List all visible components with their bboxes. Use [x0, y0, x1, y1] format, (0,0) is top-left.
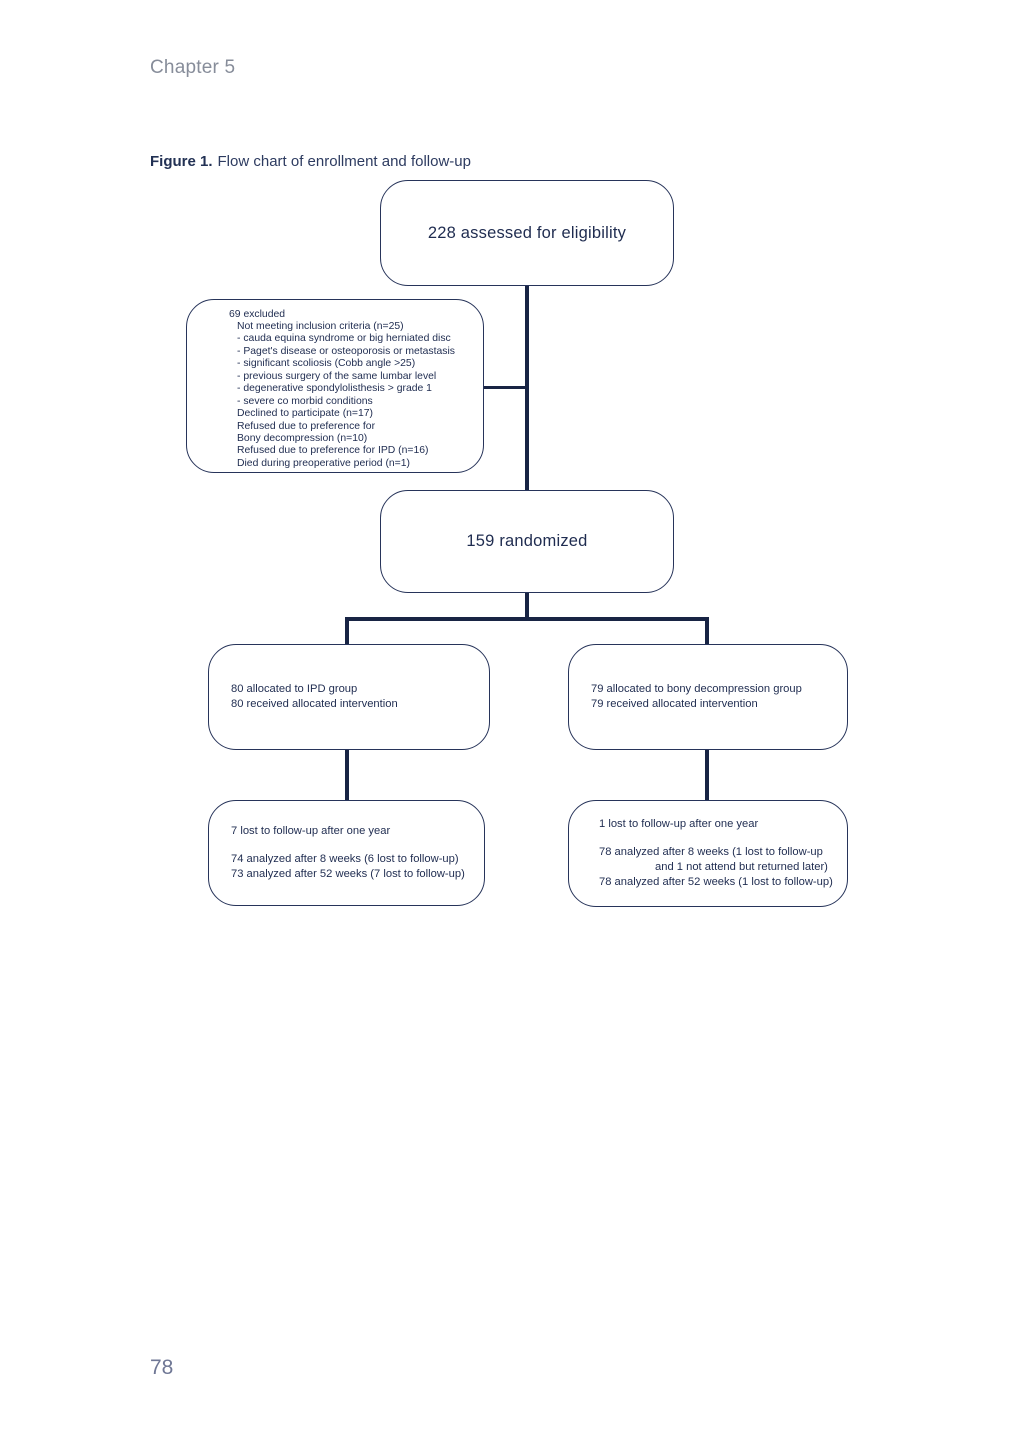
followup-bony-line: 78 analyzed after 8 weeks (1 lost to fol… — [599, 846, 823, 859]
connector-bony-to-followup — [705, 749, 709, 801]
excluded-line: Refused due to preference for — [237, 420, 376, 432]
excluded-line: - previous surgery of the same lumbar le… — [237, 370, 437, 382]
chapter-header: Chapter 5 — [150, 57, 236, 78]
excluded-line: Not meeting inclusion criteria (n=25) — [237, 320, 404, 332]
followup-bony-line: 1 lost to follow-up after one year — [599, 818, 759, 831]
followup-bony-line: and 1 not attend but returned later) — [655, 861, 828, 873]
allocation-ipd-line: 80 allocated to IPD group — [231, 683, 358, 696]
flowchart-box-followup-bony: 1 lost to follow-up after one year 78 an… — [568, 800, 848, 907]
page-number: 78 — [150, 1356, 174, 1379]
connector-randomized-to-split — [525, 591, 529, 621]
connector-split-to-bony — [705, 619, 709, 645]
allocation-ipd-line: 80 received allocated intervention — [231, 698, 398, 710]
assessed-text: 228 assessed for eligibility — [427, 223, 627, 242]
flowchart-box-randomized: 159 randomized — [380, 490, 674, 593]
flowchart-box-assessed: 228 assessed for eligibility — [380, 180, 674, 286]
connector-split-horizontal — [345, 617, 709, 621]
connector-split-to-ipd — [345, 619, 349, 645]
figure-caption-label: Figure 1. — [150, 153, 213, 170]
followup-ipd-line: 7 lost to follow-up after one year — [231, 825, 391, 838]
excluded-line: - degenerative spondylolisthesis > grade… — [237, 383, 432, 395]
excluded-line: 69 excluded — [229, 308, 286, 320]
flowchart-box-followup-ipd: 7 lost to follow-up after one year 74 an… — [208, 800, 485, 906]
excluded-line: Declined to participate (n=17) — [237, 408, 374, 420]
flowchart-box-allocation-bony: 79 allocated to bony decompression group… — [568, 644, 848, 750]
excluded-line: - severe co morbid conditions — [237, 395, 373, 407]
connector-ipd-to-followup — [345, 749, 349, 801]
flowchart-box-excluded: 69 excluded Not meeting inclusion criter… — [186, 299, 484, 473]
connector-excluded-branch — [483, 386, 527, 389]
flowchart-box-allocation-ipd: 80 allocated to IPD group 80 received al… — [208, 644, 490, 750]
followup-bony-line: 78 analyzed after 52 weeks (1 lost to fo… — [599, 875, 833, 888]
excluded-line: - cauda equina syndrome or big herniated… — [237, 333, 451, 345]
excluded-line: Refused due to preference for IPD (n=16) — [237, 445, 429, 457]
connector-assessed-to-randomized — [525, 284, 529, 492]
followup-ipd-line: 73 analyzed after 52 weeks (7 lost to fo… — [231, 867, 465, 880]
excluded-line: - Paget's disease or osteoporosis or met… — [237, 345, 455, 357]
excluded-line: Died during preoperative period (n=1) — [237, 457, 410, 469]
figure-caption-text: Flow chart of enrollment and follow-up — [217, 153, 471, 170]
excluded-line: - significant scoliosis (Cobb angle >25) — [237, 358, 416, 370]
followup-ipd-line: 74 analyzed after 8 weeks (6 lost to fol… — [231, 853, 459, 866]
allocation-bony-line: 79 received allocated intervention — [591, 698, 758, 710]
allocation-bony-line: 79 allocated to bony decompression group — [591, 683, 802, 696]
randomized-text: 159 randomized — [466, 532, 588, 550]
figure-caption: Figure 1.Flow chart of enrollment and fo… — [150, 153, 471, 170]
excluded-line: Bony decompression (n=10) — [237, 433, 368, 445]
